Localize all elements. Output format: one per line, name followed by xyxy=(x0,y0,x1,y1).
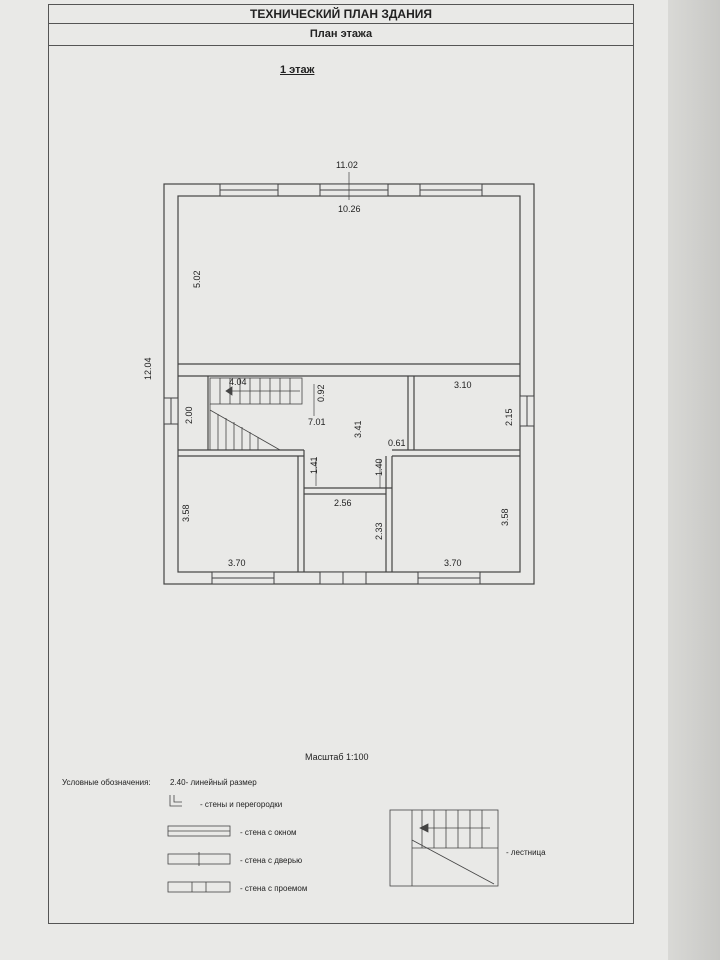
dim-corridor-left: 1.41 xyxy=(309,456,319,474)
document-subtitle: План этажа xyxy=(49,23,633,46)
dim-hall-width: 7.01 xyxy=(308,417,326,427)
legend-dimension-example: 2.40- линейный размер xyxy=(170,778,257,787)
dim-right-bottom-height: 3.58 xyxy=(500,508,510,526)
dim-bath-width: 2.56 xyxy=(334,498,352,508)
dim-corridor-right: 1.40 xyxy=(374,458,384,476)
dim-overall-width: 11.02 xyxy=(336,160,358,170)
legend-stairs: - лестница xyxy=(506,848,546,857)
windows xyxy=(163,183,535,585)
dim-top-room-height: 5.02 xyxy=(192,270,202,288)
dim-stair-width: 4.04 xyxy=(229,377,247,387)
floor-label: 1 этаж xyxy=(280,64,315,76)
legend-title: Условные обозначения: xyxy=(62,778,151,787)
legend-window: - стена с окном xyxy=(240,828,297,837)
dim-bath-height: 2.33 xyxy=(374,522,384,540)
legend-opening: - стена с проемом xyxy=(240,884,308,893)
legend-walls: - стены и перегородки xyxy=(200,800,283,809)
dim-stair-height: 2.00 xyxy=(184,406,194,424)
dim-left-room-width: 3.70 xyxy=(228,558,246,568)
dim-door-gap: 0.61 xyxy=(388,438,406,448)
next-page-edge xyxy=(668,0,720,960)
dim-right-room-height: 2.15 xyxy=(504,408,514,426)
dim-right-bottom-width: 3.70 xyxy=(444,558,462,568)
legend-symbols xyxy=(167,795,499,893)
document-sheet xyxy=(0,0,668,960)
walls xyxy=(163,183,535,585)
legend-door: - стена с дверью xyxy=(240,856,303,865)
dim-right-room-width: 3.10 xyxy=(454,380,472,390)
drawing-frame: ТЕХНИЧЕСКИЙ ПЛАН ЗДАНИЯ План этажа xyxy=(48,4,634,924)
scale-label: Масштаб 1:100 xyxy=(305,752,369,762)
dim-hall-vert-a: 0.92 xyxy=(316,384,326,402)
stairs-icon xyxy=(209,377,303,451)
dim-hall-vert-b: 3.41 xyxy=(353,420,363,438)
dimension-leaders xyxy=(313,172,381,488)
dim-left-room-height: 3.58 xyxy=(181,504,191,522)
dim-inner-width: 10.26 xyxy=(338,204,361,214)
dim-overall-height: 12.04 xyxy=(143,357,153,380)
document-title: ТЕХНИЧЕСКИЙ ПЛАН ЗДАНИЯ xyxy=(49,5,633,24)
